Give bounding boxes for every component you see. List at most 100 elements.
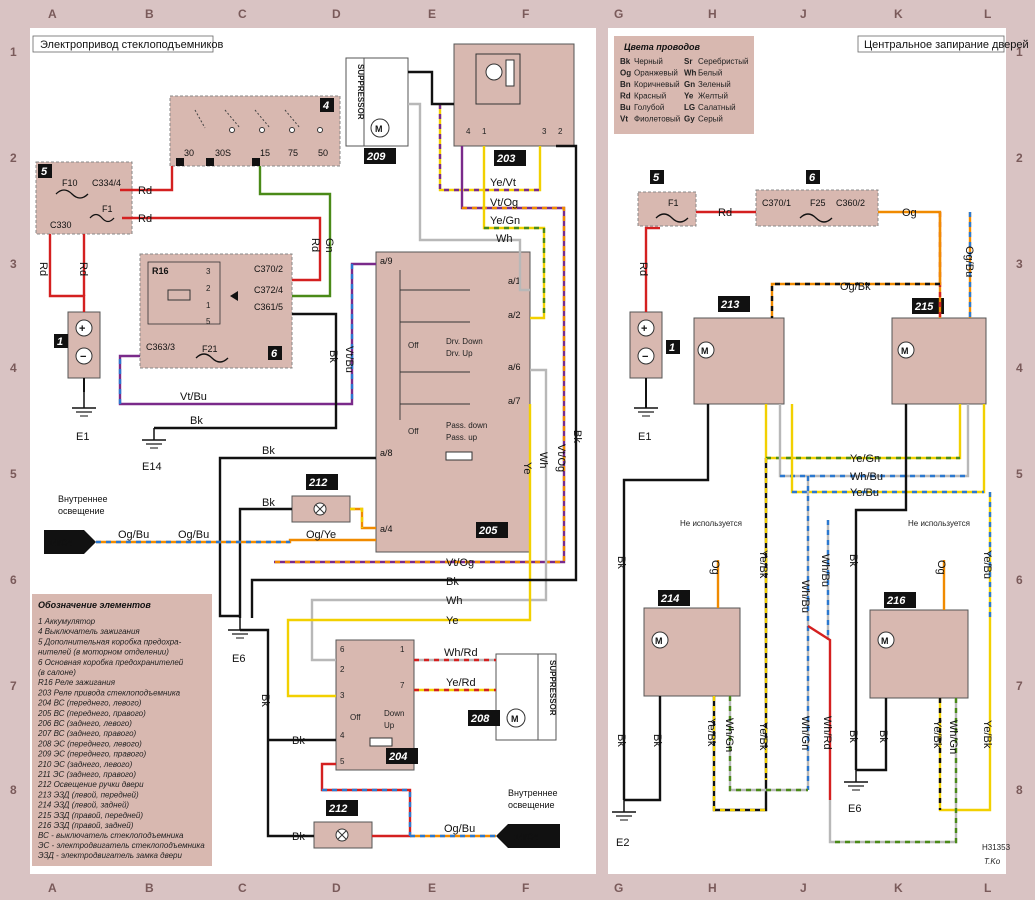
svg-text:4: 4 [322,100,329,112]
grid-col-bottom-D: D [332,881,341,895]
svg-text:30S: 30S [215,148,231,158]
ground-e2: E2 [612,800,636,849]
wire-color-name: Красный [634,92,666,101]
svg-text:Ye/Bk: Ye/Bk [757,722,769,751]
svg-text:Внутреннее: Внутреннее [508,788,558,798]
svg-text:Up: Up [384,721,395,730]
svg-text:4: 4 [466,127,471,136]
svg-text:215: 215 [914,301,934,313]
grid-col-top-J: J [800,7,807,21]
svg-text:6: 6 [340,645,345,654]
svg-text:Down: Down [384,709,404,718]
svg-text:Og/Bu: Og/Bu [444,823,475,835]
battery-right: + − 1 E1 [629,311,680,443]
svg-text:E1: E1 [638,431,651,443]
svg-text:C330: C330 [50,220,72,230]
legend-item: 213 ЭЗД (левой, передней) [37,790,139,799]
svg-text:2: 2 [206,284,211,293]
grid-row-left-7: 7 [10,679,17,693]
grid-row-left-5: 5 [10,467,17,481]
interior-light-tag-upper: Внутреннее освещение 14/G4 [44,494,108,554]
grid-col-bottom-B: B [145,881,154,895]
svg-text:Ye: Ye [521,462,533,474]
lock-motor-215: M 215 [891,298,987,405]
svg-text:Wh: Wh [496,233,513,245]
wire-color-name: Зеленый [698,80,731,89]
svg-text:212: 212 [308,477,327,489]
wire-color-code: Sr [684,57,692,66]
grid-col-bottom-C: C [238,881,247,895]
door-lamp-212-lower: 212 [313,800,373,849]
ground-e14: E14 [142,428,166,473]
legend-item: 5 Дополнительная коробка предохра- [38,637,182,646]
svg-text:C372/4: C372/4 [254,285,283,295]
window-switch-204: 6 1 2 7 3 4 5 Off Down Up 204 [335,639,418,771]
svg-text:Bk: Bk [877,730,889,743]
svg-text:Ye/Bk: Ye/Bk [931,720,943,749]
svg-text:C360/2: C360/2 [836,198,865,208]
svg-text:3: 3 [542,127,547,136]
svg-text:Drv. Up: Drv. Up [446,349,473,358]
grid-col-top-K: K [894,7,903,21]
grid-col-top-G: G [614,7,623,21]
svg-text:6: 6 [271,348,278,360]
grid-col-bottom-G: G [614,881,623,895]
wire-color-code: Vt [620,115,628,124]
svg-text:Bk: Bk [615,734,627,747]
svg-text:a/7: a/7 [508,396,521,406]
wire-color-name: Черный [634,57,663,66]
svg-text:5: 5 [340,757,345,766]
svg-text:E2: E2 [616,837,629,849]
grid-col-top-L: L [984,7,991,21]
grid-col-top-F: F [522,7,529,21]
legend-item: (в салоне) [38,668,76,677]
right-title: Центральное запирание дверей [864,39,1029,51]
wire-color-code: Bk [620,57,631,66]
svg-text:Ye/Gn: Ye/Gn [850,453,880,465]
svg-text:Bk: Bk [259,694,271,707]
fusebox-5: 5 F10 C334/4 F1 C330 [35,161,133,235]
svg-text:6: 6 [809,172,816,184]
svg-text:Og/Bu: Og/Bu [963,246,975,277]
legend-item: R16 Реле зажигания [38,678,116,687]
svg-text:Ye/Rd: Ye/Rd [446,677,476,689]
legend-item: 1 Аккумулятор [38,617,96,626]
lock-motor-214: M 214 [643,590,741,697]
grid-col-top-E: E [428,7,436,21]
svg-text:Bk: Bk [615,556,627,569]
drawing-signature: T.Ko [984,857,1001,866]
svg-text:75: 75 [288,148,298,158]
wire-color-code: Gn [684,80,695,89]
svg-text:a/4: a/4 [380,524,393,534]
svg-text:15: 15 [260,148,270,158]
relay-203: 4 1 3 2 203 [453,43,575,166]
ground-e1-left: E1 [72,392,96,443]
svg-text:Rd: Rd [138,185,152,197]
svg-text:5: 5 [41,166,48,178]
svg-text:Og: Og [902,207,917,219]
wire-color-code: Bu [620,103,631,112]
left-title: Электропривод стеклоподъемников [40,39,224,51]
legend-item: 211 ЭС (заднего, правого) [37,770,136,779]
wire-color-code: Gy [684,115,695,124]
svg-text:Pass. up: Pass. up [446,433,478,442]
wire-color-code: Wh [684,69,697,78]
window-switch-205: a/9 a/1 a/2 a/6 a/7 a/8 a/4 Off Drv. Dow… [375,251,531,553]
wire-color-name: Оранжевый [634,69,678,78]
legend-item: 214 ЭЗД (левой, задней) [37,801,129,810]
legend-item: 207 ВС (заднего, правого) [37,729,137,738]
svg-text:Wh/Bu: Wh/Bu [799,580,811,613]
legend-item: 212 Освещение ручки двери [37,780,144,789]
fusebox-6-right: 6 C370/1 F25 C360/2 [755,170,879,227]
svg-text:213: 213 [720,299,739,311]
wire-color-name: Коричневый [634,80,680,89]
svg-text:3: 3 [340,691,345,700]
svg-text:Wh: Wh [446,595,463,607]
svg-text:7: 7 [400,681,405,690]
right-wires [622,210,992,844]
battery-left: + − 1 [54,311,101,392]
wire-color-code: Rd [620,92,631,101]
svg-text:+: + [79,323,85,335]
